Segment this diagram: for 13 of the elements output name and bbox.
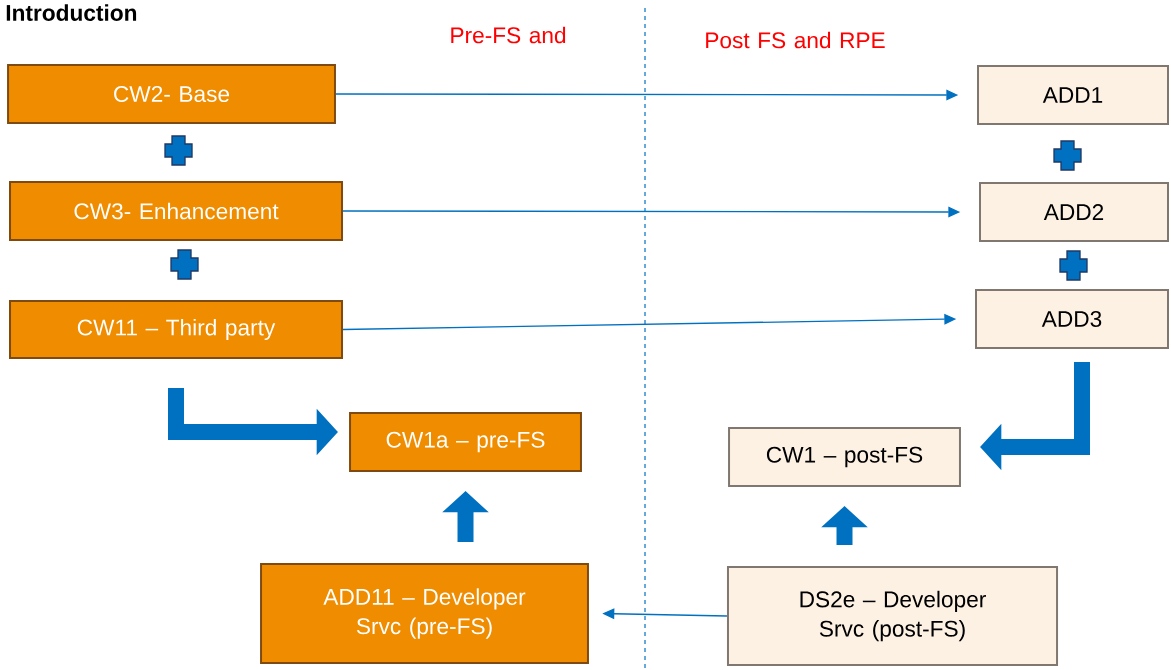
section-label: Pre-FS and xyxy=(451,26,566,44)
process-box: ADD1 xyxy=(977,65,1169,125)
section-label: Post FS and RPE xyxy=(706,31,885,49)
title: Introduction xyxy=(6,4,137,21)
process-box: CW1 – post-FS xyxy=(728,427,961,487)
process-box: CW2- Base xyxy=(7,64,336,124)
process-box: DS2e – Developer Srvc (post-FS) xyxy=(726,566,1059,666)
process-box: CW1a – pre-FS xyxy=(349,412,582,472)
process-box: CW11 – Third party xyxy=(9,299,343,360)
process-box: ADD11 – Developer Srvc (pre-FS) xyxy=(260,563,589,664)
process-box: ADD2 xyxy=(979,182,1169,242)
process-box: CW3- Enhancement xyxy=(9,181,343,241)
process-box: ADD3 xyxy=(975,289,1169,349)
